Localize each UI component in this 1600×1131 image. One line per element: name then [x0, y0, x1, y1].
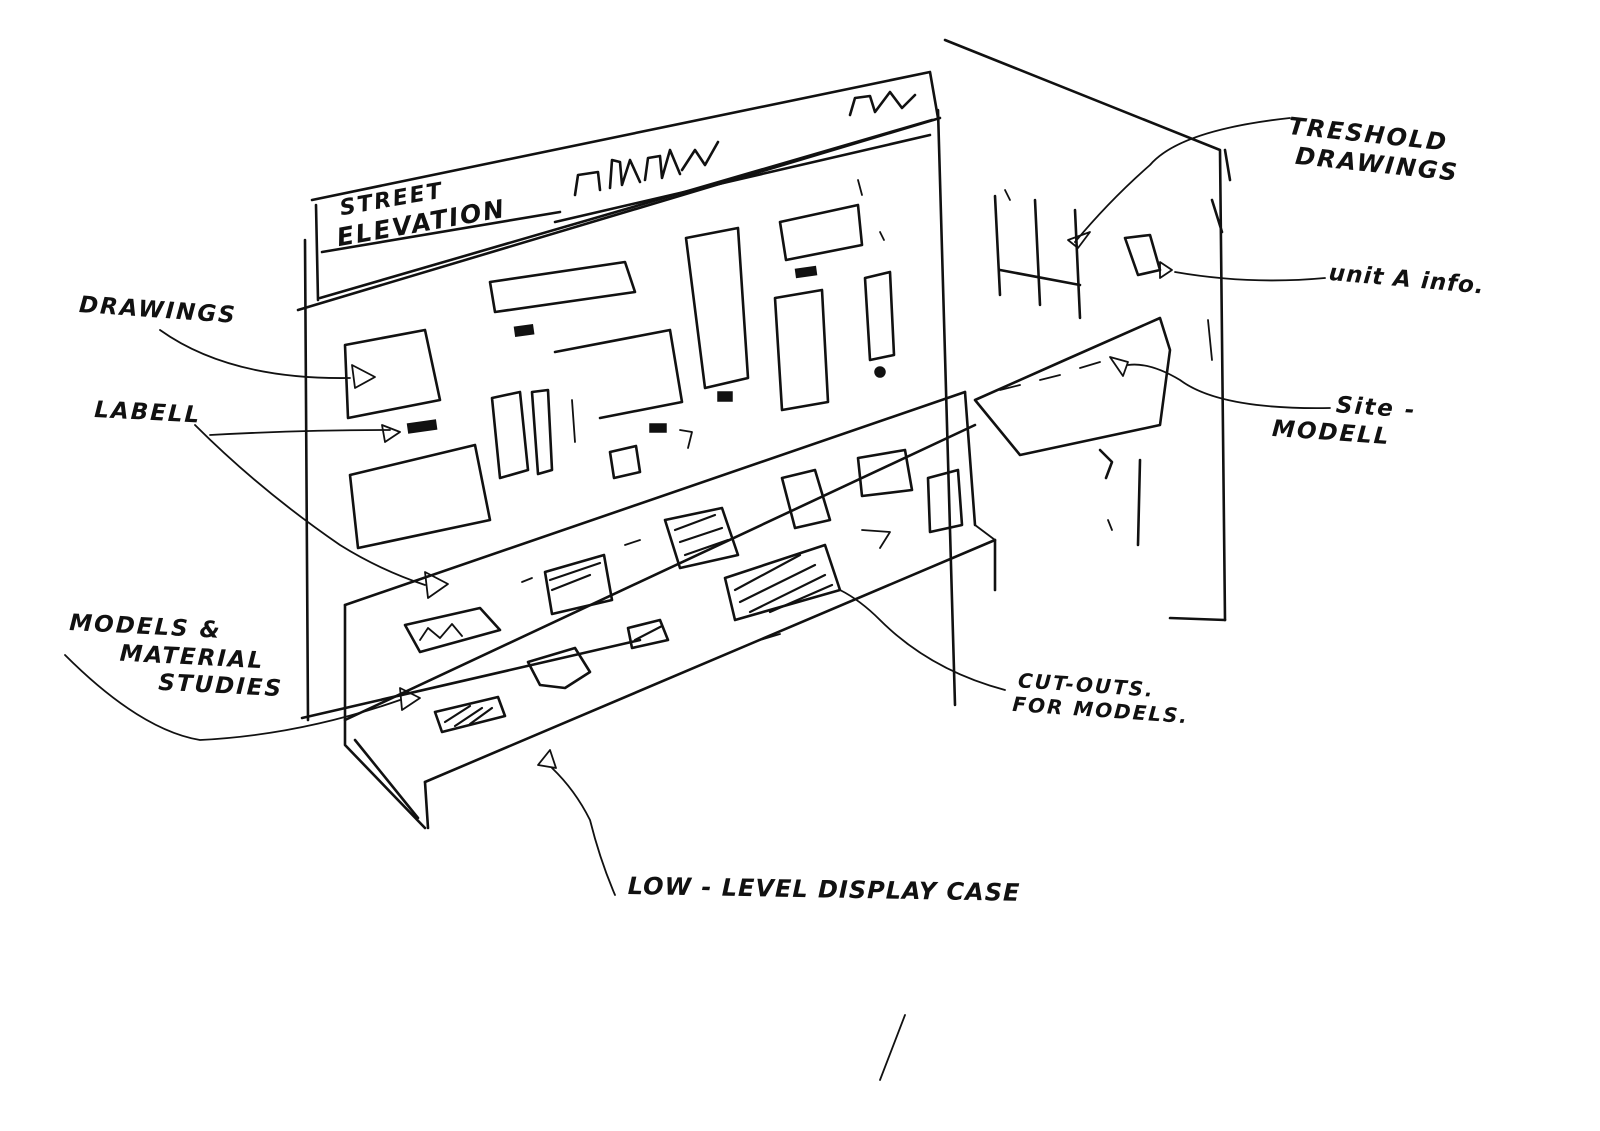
arrow-models	[399, 687, 421, 711]
drawing-frame	[488, 260, 637, 314]
drawing-frame	[553, 328, 684, 420]
stray-stroke	[879, 1014, 906, 1081]
street-elevation-strip	[553, 90, 932, 224]
leader-drawings	[159, 329, 351, 379]
leader-cut-outs	[839, 589, 1006, 691]
leader-site-model	[1127, 363, 1331, 410]
side-wall	[943, 38, 1232, 622]
arrow-unit-info	[1159, 261, 1173, 279]
label-site-model: Site - MODELL	[1271, 388, 1417, 453]
side-wall-drawings	[993, 189, 1162, 320]
drawing-frame	[608, 444, 642, 480]
drawing-frame	[490, 390, 530, 480]
label-models-materials: MODELS & MATERIAL STUDIES	[66, 610, 287, 704]
leader-label	[194, 424, 426, 586]
leader-threshold	[1074, 117, 1291, 243]
drawing-frame	[863, 270, 896, 362]
drawing-frame	[778, 203, 864, 262]
wall-drawings	[343, 179, 896, 550]
leader-label-2	[209, 429, 391, 436]
drawing-frame	[348, 443, 492, 550]
drawing-frame	[343, 328, 442, 420]
leader-models	[64, 654, 401, 741]
arrow-label	[381, 424, 401, 443]
leader-lines	[64, 117, 1331, 1081]
drawing-frame	[530, 388, 554, 476]
arrow-display-case	[537, 749, 557, 769]
leader-unit-info	[1174, 271, 1326, 282]
label-label: LABELL	[93, 397, 202, 429]
display-case	[343, 390, 997, 830]
main-wall	[296, 70, 957, 722]
drawing-frame	[684, 226, 750, 390]
drawing-frame	[773, 288, 830, 412]
site-model	[973, 316, 1172, 547]
arrow-label-2	[424, 571, 449, 599]
arrow-site-model	[1109, 356, 1129, 377]
case-models	[403, 448, 964, 734]
arrow-drawings	[351, 364, 376, 389]
leader-display-case	[551, 767, 616, 896]
arrow-threshold	[1067, 231, 1091, 249]
